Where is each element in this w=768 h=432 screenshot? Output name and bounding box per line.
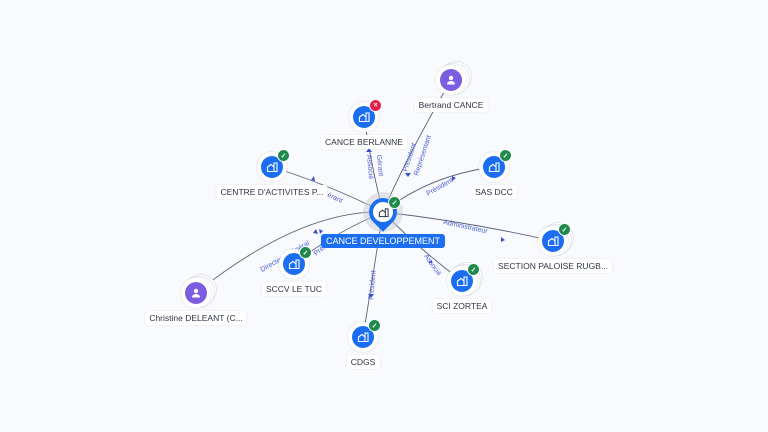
edge-label: Président [368,270,378,300]
person-icon [185,282,207,304]
edge-label: Administrateur [443,219,489,235]
building-icon [373,202,393,222]
edge-label: Associé [422,253,442,277]
node-circle[interactable] [436,65,466,95]
person-icon [440,69,462,91]
node-circle[interactable]: × [349,99,382,132]
building-icon [353,106,375,128]
arrow [368,294,374,298]
building-icon [283,253,305,275]
arrow [452,176,456,181]
arrow [366,148,372,152]
inactive-badge-icon: × [369,99,382,112]
active-badge-icon: ✓ [299,246,312,259]
arrow [313,229,318,234]
node-label[interactable]: SECTION PALOISE RUGB... [494,259,612,273]
node-circle[interactable] [181,278,211,308]
arrow [428,260,432,263]
center-label[interactable]: CANCE DEVELOPPEMENT [320,234,446,248]
node-label[interactable]: Bertrand CANCE [414,98,488,112]
active-badge-icon: ✓ [558,223,571,236]
active-badge-icon: ✓ [277,149,290,162]
node-label[interactable]: SAS DCC [471,185,517,199]
arrow [501,237,505,242]
active-badge-icon: ✓ [368,319,381,332]
node-circle[interactable]: ✓ [279,246,312,279]
node-circle[interactable]: ✓ [348,319,381,352]
arrow [319,229,323,234]
building-icon [542,230,564,252]
node-label[interactable]: SCCV LE TUC [261,282,327,296]
building-icon [483,156,505,178]
node-label[interactable]: CANCE BERLANNE [321,135,407,149]
edge-label: Associé [365,155,374,180]
node-label[interactable]: CDGS [346,355,380,369]
active-badge-icon: ✓ [499,149,512,162]
node-circle[interactable]: ✓ [538,223,571,256]
arrow [405,173,411,177]
edge-label: Représentant [413,134,433,176]
node-circle[interactable]: ✓ [479,149,512,182]
building-icon [261,156,283,178]
node-circle[interactable]: ✓ [447,263,480,296]
active-badge-icon: ✓ [467,263,480,276]
building-icon [352,326,374,348]
node-label[interactable]: CENTRE D'ACTIVITES P... [216,185,328,199]
arrow [311,176,315,181]
node-circle[interactable]: ✓ [257,149,290,182]
edge-section [382,211,554,242]
edge-christine [195,211,384,294]
node-label[interactable]: SCI ZORTEA [432,299,492,313]
node-label[interactable]: Christine DELEANT (C... [145,311,247,325]
edge-label: Gérant [375,155,384,177]
building-icon [451,270,473,292]
active-badge-icon: ✓ [388,196,401,209]
